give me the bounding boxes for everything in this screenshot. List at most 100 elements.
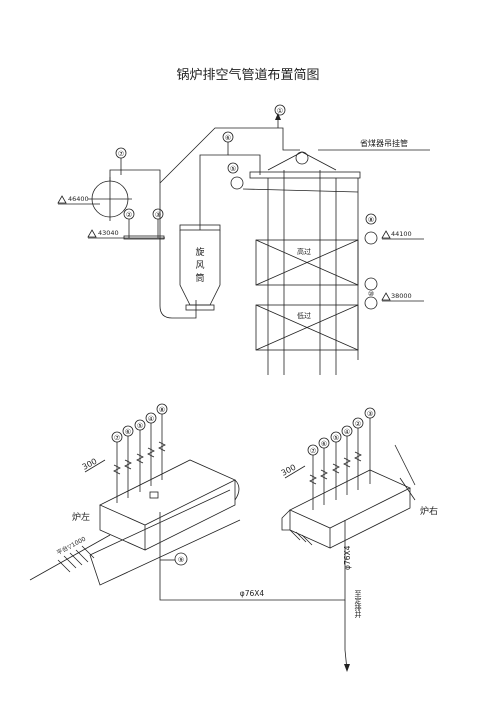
pipe-spec-horizontal: φ76X4 [240,589,265,598]
balloon-7-label: ⑦ [118,150,124,158]
balloon-1-label: ① [277,107,283,115]
right-trench-top [289,469,411,529]
left-balloon-6-label: ⑥ [125,428,131,436]
elev-46400-text: 46400 [68,195,89,203]
pipe-spec-vertical: φ76X4 [343,545,352,570]
right-offset-dim-1 [394,444,416,486]
left-trench-front [99,505,146,551]
left-balloon-8-label: ⑧ [159,406,165,414]
left-balloon-7-label: ⑦ [114,434,120,442]
low-temp-diag-2 [255,304,359,351]
left-trench-side [144,480,236,551]
cyclone-label-3: 筒 [195,272,204,284]
elev-46400-marker [57,195,67,204]
right-balloon-3-label: ③ [367,410,373,418]
left-drain-box [149,491,159,499]
lower-diagram: 炉左 平台▽1000 300 ⑦ ⑥ ⑤ [29,403,438,672]
right-balloon-2-label: ② [355,420,361,428]
left-trench-base [89,519,241,586]
left-side-label: 炉左 [72,511,90,523]
valve-10 [364,277,378,291]
right-balloon-7-label: ⑦ [310,447,316,455]
drum-top-pipe [109,169,161,183]
left-ground-line [29,534,111,581]
right-balloon-6 [318,437,330,449]
elev-44100-marker [381,230,391,239]
collection-pipe [159,512,346,601]
drum-side-pipe [159,183,197,319]
right-trench-end [281,509,291,531]
right-side-label: 炉右 [420,505,438,517]
pipe-6-branch [228,154,261,175]
elev-38000-text: 38000 [391,292,412,300]
page-title: 锅炉排空气管道布置简图 [176,68,320,83]
left-balloon-6 [122,425,134,437]
drain-pipe [344,600,348,671]
vent-pipe-top [159,127,300,184]
left-platform-elev: 平台▽1000 [55,535,87,557]
right-balloon-7 [307,444,319,456]
balloon-5 [227,162,239,174]
upper-diagram: ① ⑥ ⑦ 46400 ② ③ 43040 旋 [57,104,430,375]
valve-8 [364,231,378,245]
drain-arrow [344,664,350,672]
left-pipes [113,414,166,503]
right-balloon-4-label: ④ [344,428,350,436]
left-ground-hatch [57,545,95,573]
right-balloons: ⑦ ⑥ ⑤ ④ ② ③ [307,407,376,456]
economizer-hanger-truss [267,151,337,171]
header-43040 [123,235,165,240]
left-balloon-5-label: ⑤ [137,422,143,430]
right-trench-front [289,510,331,549]
balloon-3-label: ③ [155,211,161,219]
elev-38000-marker [381,292,391,301]
balloon-1 [274,104,286,116]
right-balloon-2 [352,417,364,429]
cyclone-label-2: 风 [195,260,204,271]
balloon-9 [174,552,188,566]
low-temp-label: 低过 [297,311,311,320]
valve-5 [230,176,244,190]
left-dim-line [84,459,106,473]
balloon-5-label: ⑤ [230,165,236,173]
balloon-10-label: ⑩ [368,290,374,298]
balloon-8-label: ⑧ [368,216,374,224]
right-balloon-5-label: ⑤ [333,434,339,442]
hanger-cross [242,188,359,193]
left-balloon-7 [111,431,123,443]
left-balloon-5 [134,419,146,431]
left-balloons: ⑦ ⑥ ⑤ ④ ⑧ [111,403,168,443]
right-pipes [309,418,371,510]
right-balloon-6-label: ⑥ [321,440,327,448]
left-balloon-8 [156,403,168,415]
elev-44100-text: 44100 [391,230,412,238]
economizer-label: 省煤器吊挂管 [360,138,408,148]
right-balloon-3 [364,407,376,419]
balloon-6-label: ⑥ [225,134,231,142]
cyclone-flange [179,224,221,231]
high-temp-superheater [255,239,359,286]
right-balloon-4 [341,425,353,437]
balloon-2-label: ② [126,211,132,219]
high-temp-diag-2 [255,239,359,286]
top-beam [249,171,361,179]
pipe-6 [199,142,229,230]
trench-label: 至定排井 [354,590,362,619]
balloon-8 [365,213,377,225]
right-hatch [289,529,313,546]
right-balloon-5 [330,431,342,443]
low-temp-superheater [255,304,359,351]
balloon-9-label: ⑨ [178,556,184,564]
left-trench-break [234,479,240,501]
right-trench-side [329,488,411,549]
left-balloon-4-label: ④ [148,415,154,423]
high-temp-label: 高过 [297,247,311,256]
elev-43040-marker [87,229,97,238]
elev-43040-text: 43040 [98,229,119,237]
left-balloon-4 [145,412,157,424]
cyclone-outlet [185,304,215,311]
right-dim-line [284,465,306,479]
valve-11 [364,296,378,310]
right-offset-dim-2 [399,477,416,501]
